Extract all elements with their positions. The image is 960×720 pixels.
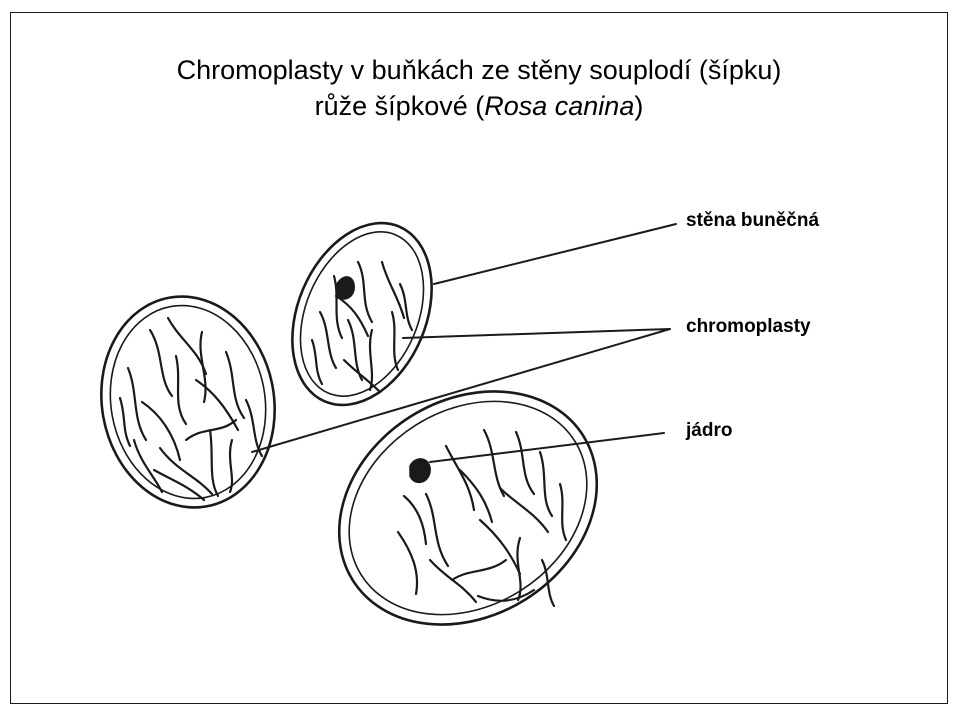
leader-chromoplasts [251, 328, 671, 453]
title-line-2-suffix: ) [634, 91, 644, 121]
cell-bottom-nucleus [409, 458, 431, 484]
figure-title: Chromoplasty v buňkách ze stěny souplodí… [10, 52, 948, 124]
cell-bottom-wall [337, 390, 599, 626]
species-name: Rosa canina [484, 91, 635, 121]
cell-top-chromoplasts [310, 260, 414, 394]
cell-top [291, 221, 433, 407]
leader-nucleus [429, 432, 665, 463]
cell-bottom [337, 390, 599, 626]
leader-cell-wall [433, 223, 677, 285]
label-nucleus: jádro [686, 420, 733, 441]
label-cell-wall: stěna buněčná [686, 210, 820, 231]
cell-left [100, 295, 276, 509]
title-line-2-prefix: růže šípkové ( [314, 91, 485, 121]
title-line-1: Chromoplasty v buňkách ze stěny souplodí… [176, 55, 782, 85]
label-chromoplasts: chromoplasty [686, 316, 811, 337]
figure-frame [10, 12, 948, 704]
cell-left-chromoplasts [118, 316, 264, 502]
cell-left-wall [100, 295, 276, 509]
cell-top-wall [291, 221, 433, 407]
cell-bottom-chromoplasts [396, 428, 568, 608]
cell-top-membrane [299, 231, 425, 397]
title-line-2: růže šípkové (Rosa canina) [10, 88, 948, 124]
leader-lines [251, 223, 677, 463]
cell-top-nucleus [336, 276, 355, 300]
cell-left-membrane [109, 304, 267, 500]
